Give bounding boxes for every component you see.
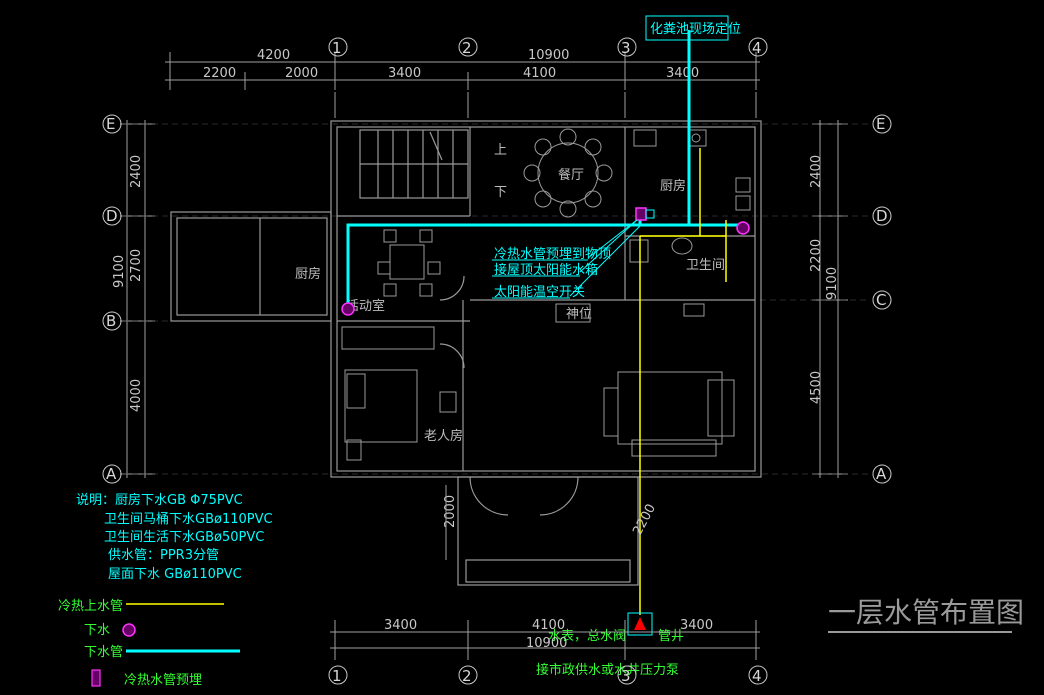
room-label-shrine: 神位 [566, 307, 592, 322]
square-table [377, 229, 441, 297]
dim-bottom-3400b: 3400 [680, 618, 713, 633]
room-label-dining: 餐厅 [558, 167, 584, 183]
legend-supply-label: 冷热上水管 [58, 599, 123, 614]
dim-left-4000: 4000 [129, 379, 144, 412]
callout-supply: 接市政供水或水井压力泵 [536, 662, 679, 678]
stair-label-down: 下 [494, 185, 507, 200]
note-line-1: 说明：厨房下水GB Φ75PVC [76, 492, 243, 508]
room-label-kitchen-right: 厨房 [660, 178, 686, 194]
axis-row-D-left: D [106, 207, 118, 225]
bottom-dimensions [330, 620, 760, 660]
drawing-title: 一层水管布置图 [828, 596, 1024, 629]
dim-top-10900: 10900 [528, 48, 569, 63]
legend-preset-label: 冷热水管预埋 [124, 673, 202, 688]
axis-col-2-bottom: 2 [462, 667, 472, 685]
grid-axis-lines [122, 123, 870, 475]
dim-top-3400b: 3400 [666, 66, 699, 81]
axis-row-A-left: A [106, 465, 117, 483]
walls [170, 120, 762, 586]
kitchen-fixtures [633, 129, 751, 211]
dim-right-9100: 9100 [825, 267, 840, 300]
legend-drain-label: 下水 [84, 623, 110, 638]
callout-solar-switch: 太阳能温空开关 [494, 285, 585, 300]
axis-col-3-top: 3 [621, 39, 631, 57]
top-dimensions [165, 52, 760, 118]
dim-porch-2000: 2000 [443, 495, 458, 528]
dim-right-2200: 2200 [809, 239, 824, 272]
axis-col-1-bottom: 1 [332, 667, 342, 685]
dim-left-9100: 9100 [112, 255, 127, 288]
room-label-bedroom: 老人房 [424, 428, 463, 444]
callout-leaders [492, 219, 641, 299]
callout-solar-tank: 接屋顶太阳能水箱 [494, 262, 598, 278]
callout-meter: 水表，总水阀 [548, 629, 626, 644]
room-label-bath: 卫生间 [686, 258, 725, 273]
shrine-box [555, 303, 591, 323]
stair-label-up: 上 [494, 143, 507, 158]
side-dimensions [120, 120, 848, 478]
dim-top-4100: 4100 [523, 66, 556, 81]
axis-row-C-right: C [876, 291, 886, 309]
septic-callout-box [645, 15, 729, 41]
legend-preset-icon [91, 669, 101, 687]
meter-box [627, 612, 653, 636]
note-line-4: 供水管：PPR3分管 [108, 548, 219, 563]
dim-diagonal-2200: 2200 [630, 502, 659, 538]
dim-bottom-4100: 4100 [532, 618, 565, 633]
axis-col-4-bottom: 4 [752, 667, 762, 685]
callout-septic: 化粪池现场定位 [650, 22, 741, 37]
callout-well: 管井 [658, 629, 684, 644]
legend-drain-point-icon [122, 623, 136, 637]
note-line-2: 卫生间马桶下水GBø110PVC [104, 512, 273, 527]
drain-point-icon [736, 221, 750, 235]
note-line-5: 屋面下水 GBø110PVC [108, 567, 242, 582]
axis-row-B-left: B [106, 312, 116, 330]
room-label-kitchen-left: 厨房 [295, 266, 321, 282]
dim-right-4500: 4500 [809, 371, 824, 404]
drain-point-icon [341, 302, 355, 316]
living-room-furniture [603, 371, 735, 457]
dim-left-2700: 2700 [129, 249, 144, 282]
meter-arrow-icon [634, 617, 646, 630]
dim-bottom-10900: 10900 [526, 636, 567, 651]
axis-row-A-right: A [876, 465, 887, 483]
dim-top-2000: 2000 [285, 66, 318, 81]
legend-drain-pipe-label: 下水管 [84, 645, 123, 660]
axis-row-D-right: D [876, 207, 888, 225]
room-label-activity: 活动室 [346, 298, 385, 314]
note-line-3: 卫生间生活下水GBø50PVC [104, 530, 264, 545]
drain-points [341, 221, 750, 316]
axis-bubbles-top [328, 37, 768, 57]
axis-row-E-right: E [876, 115, 885, 133]
bath-fixtures [629, 237, 705, 317]
dim-top-2200: 2200 [203, 66, 236, 81]
axis-bubbles-rows [102, 114, 892, 484]
dining-table [523, 128, 613, 218]
callout-pipe-roof: 冷热水管预埋到物顶 [494, 247, 611, 262]
bedroom-furniture [341, 326, 457, 461]
axis-row-E-left: E [106, 115, 115, 133]
axis-col-2-top: 2 [462, 39, 472, 57]
axis-col-3-bottom: 3 [621, 667, 631, 685]
axis-bubbles-bottom [328, 665, 768, 685]
dim-left-2400: 2400 [129, 155, 144, 188]
dim-top-4200: 4200 [257, 48, 290, 63]
dim-right-2400: 2400 [809, 155, 824, 188]
pipe-preset-marker [635, 207, 655, 221]
axis-col-4-top: 4 [752, 39, 762, 57]
dim-bottom-3400: 3400 [384, 618, 417, 633]
supply-pipes [639, 148, 727, 615]
axis-col-1-top: 1 [332, 39, 342, 57]
dim-top-3400: 3400 [388, 66, 421, 81]
